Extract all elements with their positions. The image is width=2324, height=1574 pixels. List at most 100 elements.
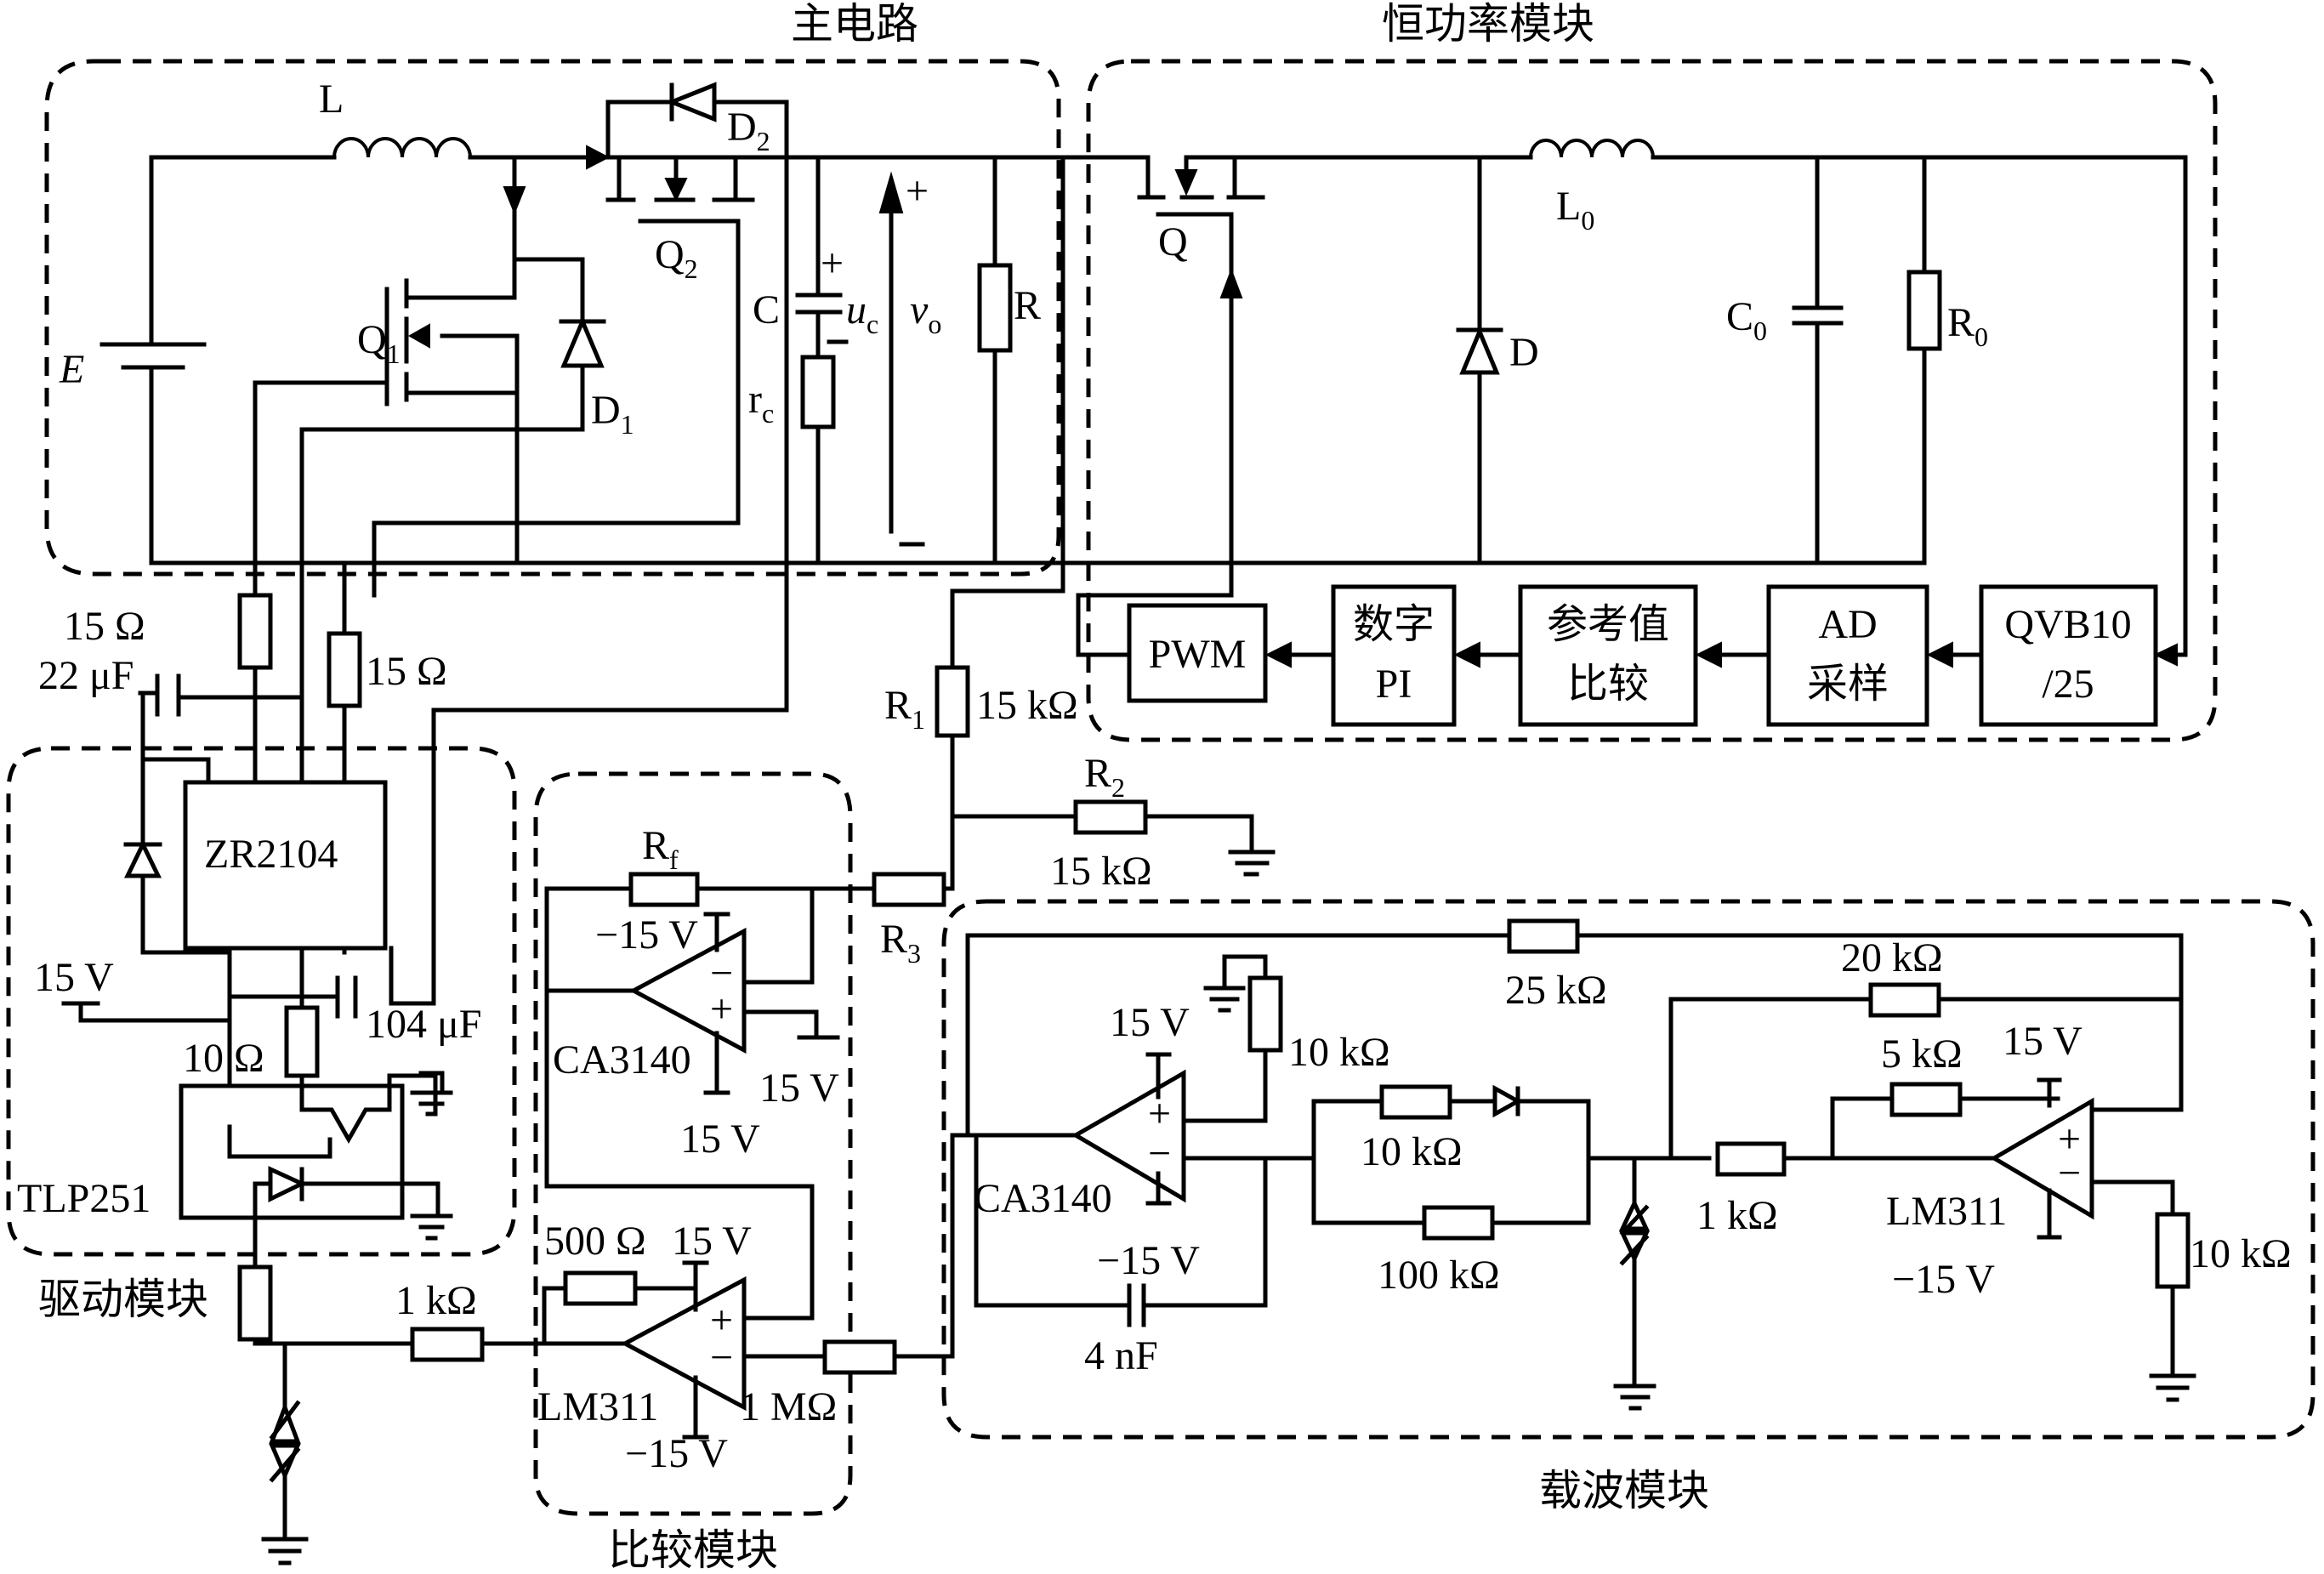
resistor-10k-bias: [1247, 975, 1283, 1053]
diode-resistor-label: 10 kΩ: [1361, 1129, 1463, 1174]
comparator-label: LM311: [537, 1384, 658, 1429]
driver-ic-label: ZR2104: [204, 832, 338, 877]
arrow-down-icon: [1174, 169, 1198, 196]
carrier-boundary: [941, 899, 2315, 1440]
vo-plus: +: [906, 168, 929, 213]
rf-label: Rf: [642, 823, 679, 875]
l0-label: L0: [1556, 184, 1594, 236]
driver-ic: [183, 780, 388, 951]
opamp-ref: 15 V: [759, 1065, 839, 1111]
svg-text:QVB10: QVB10: [2004, 602, 2131, 647]
compare-title: 比较模块: [608, 1526, 778, 1574]
resistor-opto: [284, 1005, 320, 1078]
q-label: Q: [1158, 219, 1188, 264]
resistor-R1: [935, 665, 970, 738]
drive-boundary: [6, 746, 517, 1257]
arrow-up-icon: [1219, 268, 1243, 298]
svg-text:比较: 比较: [1567, 662, 1649, 707]
parallel-resistor-label: 100 kΩ: [1378, 1253, 1500, 1298]
carrier-comparator-label: LM311: [1886, 1189, 2007, 1234]
compare-boundary: [533, 771, 853, 1516]
resistor-gate-2: [327, 631, 362, 708]
q1-label: Q1: [357, 317, 401, 369]
d1-label: D1: [591, 388, 634, 440]
feedback-divider: R1 15 kΩ R2 15 kΩ R3: [872, 665, 1276, 969]
source-label: E: [59, 347, 84, 392]
integrator-ca3140: [1071, 1069, 1186, 1203]
svg-text:PWM: PWM: [1149, 632, 1247, 677]
carrier-comparator-neg-supply: −15 V: [1892, 1257, 1995, 1302]
opamp-pos-supply: 15 V: [680, 1117, 760, 1162]
carrier-module: 25 kΩ + − 15 V 10 kΩ CA3140 −15 V 4 nF: [965, 918, 2292, 1411]
hyst-resistor-label: 500 Ω: [544, 1219, 646, 1264]
control-block-reference-compare: 参考值 比较: [1518, 584, 1698, 727]
load-label: R: [1014, 283, 1041, 328]
arrow-left-icon: [1926, 641, 1953, 668]
uc-label: uc: [846, 287, 878, 339]
r3-label: R3: [880, 917, 921, 969]
arrow-left-icon: [407, 323, 430, 349]
svg-text:/25: /25: [2042, 662, 2094, 707]
diode-D: [1459, 326, 1500, 375]
arrow-right-icon: [586, 145, 611, 170]
resistor-1k: [410, 1327, 485, 1362]
diode-d2: [666, 82, 717, 122]
resistor-1k-series: [1715, 1141, 1787, 1177]
carrier-comparator-plus: +: [2058, 1117, 2081, 1162]
bias-resistor-label: 10 kΩ: [1288, 1030, 1390, 1075]
resistor-5k: [1889, 1082, 1963, 1117]
opamp-minus: −: [710, 951, 733, 996]
opamp-ca3140: [628, 927, 747, 1054]
r2-label: R2: [1084, 751, 1125, 803]
capacitor-label: C: [753, 287, 780, 332]
gate-resistor-2-label: 15 Ω: [366, 649, 447, 694]
svg-text:AD: AD: [1818, 602, 1877, 647]
control-block-digital-pi: 数字 PI: [1331, 584, 1457, 727]
comparator-minus: −: [710, 1335, 733, 1380]
arrow-left-icon: [1695, 641, 1722, 668]
output-resistor-label: 1 MΩ: [740, 1384, 837, 1429]
led-opto: [268, 1166, 307, 1202]
ground-resistor-label: 10 kΩ: [2190, 1231, 2292, 1276]
arrow-left-icon: [1264, 641, 1292, 668]
integrator-neg-supply: −15 V: [1097, 1238, 1200, 1283]
vo-label: vo: [910, 287, 941, 339]
zener-1: [269, 1401, 301, 1444]
carrier-comparator-minus: −: [2058, 1151, 2081, 1196]
d-label: D: [1509, 330, 1539, 375]
resistor-gate-1: [237, 593, 273, 670]
optocoupler: [179, 1083, 405, 1220]
main-circuit-title: 主电路: [791, 0, 918, 48]
opamp-plus: +: [710, 986, 733, 1031]
q2-label: Q2: [655, 232, 698, 284]
carrier-comparator-lm311: [1990, 1097, 2094, 1220]
drive-title: 驱动模块: [38, 1275, 208, 1324]
resistor-10k-diode: [1379, 1084, 1452, 1120]
opamp-neg-supply: −15 V: [595, 912, 698, 957]
main-circuit: E L Q1 D1 D2 Q2: [59, 77, 1559, 742]
resistor-25k-label: 25 kΩ: [1505, 968, 1607, 1013]
opamp-label: CA3140: [553, 1037, 691, 1082]
integrator-pos-supply: 15 V: [1110, 1000, 1190, 1045]
inductor-L0: [1529, 139, 1655, 158]
carrier-title: 载波模块: [1539, 1466, 1709, 1515]
resistor-R: [977, 263, 1013, 353]
dec-cap-label: 104 μF: [366, 1002, 481, 1047]
svg-text:参考值: 参考值: [1547, 602, 1669, 647]
r1-label: R1: [884, 683, 925, 735]
svg-text:PI: PI: [1376, 662, 1412, 707]
resistor-drive-input: [237, 1264, 273, 1342]
diode-d1: [560, 315, 605, 368]
resistor-10k-ground: [2155, 1212, 2190, 1289]
vcc-label: 15 V: [34, 955, 114, 1000]
boot-cap-label: 22 μF: [38, 653, 134, 698]
resistor-20k: [1868, 982, 1941, 1018]
zener-carrier-1: [1619, 1198, 1650, 1231]
constant-power-boundary: [1086, 59, 2218, 742]
resistor-R3: [872, 872, 946, 907]
rc-label: rc: [748, 377, 774, 429]
c0-label: C0: [1726, 294, 1767, 346]
comparator-lm311: [620, 1276, 747, 1412]
r0-label: R0: [1947, 300, 1988, 352]
